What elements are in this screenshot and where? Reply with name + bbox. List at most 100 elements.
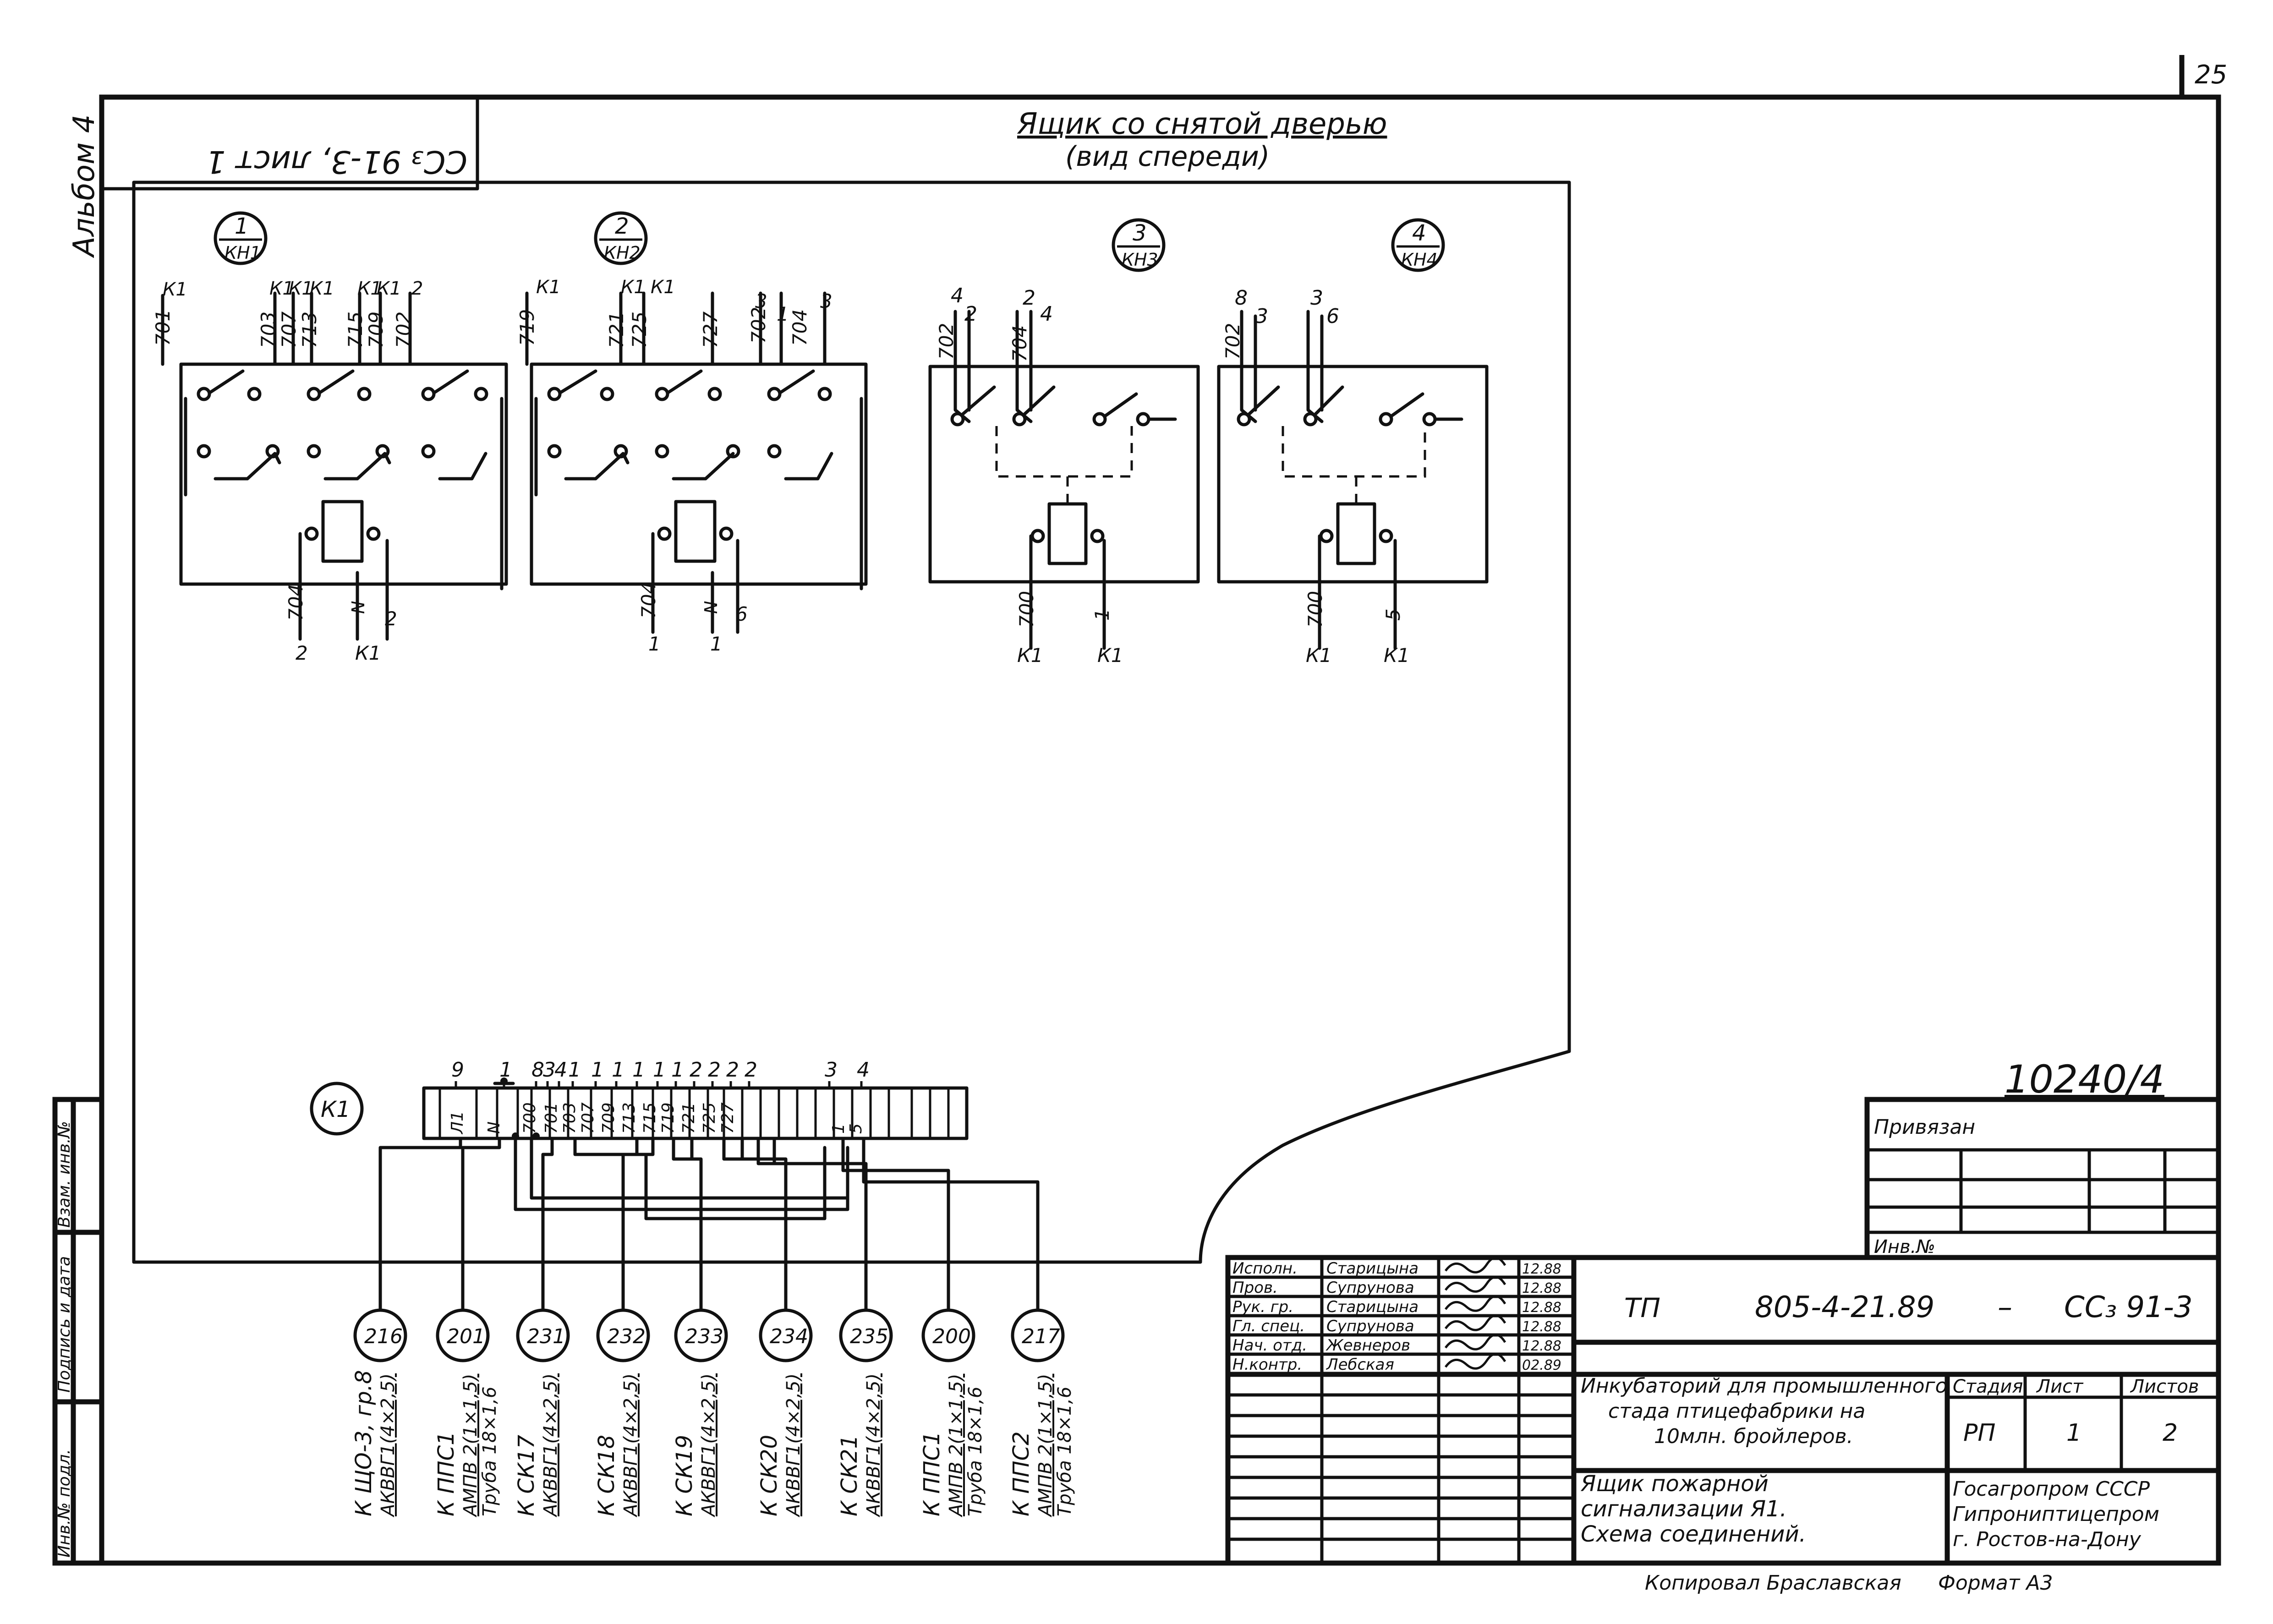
cable-dest: К СК17	[514, 1435, 539, 1516]
relay-4-wire: 3	[1255, 305, 1268, 328]
role-label: Н.контр.	[1232, 1356, 1302, 1374]
relay-4-wire: К1	[1384, 644, 1410, 667]
terminal-top-number: 1	[632, 1058, 645, 1082]
cable-pipe: Труба 18×1,6	[965, 1387, 986, 1516]
relay-1-wire: К1	[269, 278, 294, 299]
cable-dest: К СК18	[594, 1435, 619, 1516]
signature-mark	[1444, 1257, 1506, 1274]
role-name: Старицына	[1326, 1298, 1419, 1316]
left-strip: Инв.№ подл. Подпись и дата Взам. инв.№	[52, 1097, 104, 1566]
role-date: 12.88	[1522, 1280, 1561, 1296]
relay-1-wire: 703	[257, 312, 279, 348]
org-line-1: Госагропром СССР	[1953, 1477, 2150, 1501]
terminal-cell-label: 719	[659, 1102, 678, 1134]
terminal-cell-label: 5	[847, 1123, 865, 1134]
role-date: 12.88	[1522, 1319, 1561, 1335]
role-date: 12.88	[1522, 1338, 1561, 1354]
relay-4-id: 4	[1412, 220, 1426, 246]
signature-mark	[1444, 1353, 1506, 1370]
role-date: 12.88	[1522, 1300, 1561, 1316]
relay-2-wire: 719	[516, 309, 538, 346]
relay-4-wire: 3	[1310, 286, 1323, 310]
terminal-top-number: 3	[543, 1058, 556, 1082]
relay-1-tag: КН1	[225, 243, 261, 263]
cable-dest: К СК21	[837, 1435, 862, 1516]
relay-1-wire: К1	[163, 279, 187, 300]
left-strip-label: Взам. инв.№	[55, 1121, 74, 1228]
terminal-cell-label: 709	[599, 1102, 618, 1134]
terminal-top-number: 4	[857, 1058, 870, 1082]
drawing-line-3: Схема соединений.	[1581, 1521, 1806, 1547]
terminal-cell-label: 701	[542, 1102, 561, 1134]
cable-number: 216	[364, 1325, 403, 1348]
cable-spec: АКВВГ1(4×2,5)	[863, 1373, 884, 1518]
relay-2-wire: 1	[648, 633, 661, 655]
cable-pipe: Труба 18×1,6	[1054, 1387, 1075, 1516]
album-label: Альбом 4	[67, 115, 101, 258]
relay-3-wire: К1	[1017, 644, 1043, 667]
relay-3-tag: КН3	[1122, 250, 1158, 270]
terminal-block-tag: К1	[321, 1097, 351, 1122]
relay-3-marker	[1112, 218, 1166, 272]
cable-marker	[759, 1308, 813, 1362]
terminal-top-number: 2	[745, 1058, 757, 1082]
cable-dest: К ППС2	[1008, 1431, 1034, 1516]
relay-1-wire: 715	[344, 312, 367, 348]
binding-block: 10240/4 Привязан Инв.№	[1864, 1057, 2221, 1260]
role-name: Супрунова	[1326, 1317, 1414, 1335]
relay-2-wire: 704	[789, 309, 811, 346]
terminal-top-number: 9	[451, 1058, 464, 1082]
relay-3-wire: 4	[1040, 302, 1053, 326]
relay-2-housing	[530, 362, 868, 586]
relay-1-housing	[179, 362, 508, 586]
relay-2-wire: 727	[699, 312, 722, 348]
terminal-cell-label: 707	[579, 1102, 597, 1134]
view-subtitle: (вид спереди)	[1065, 141, 1270, 173]
cable-number: 231	[527, 1325, 565, 1348]
relay-3-wire: К1	[1097, 644, 1123, 667]
box-outline	[132, 180, 1571, 1264]
relay-2-wire: 1	[710, 633, 723, 655]
cable-spec: АМПВ 2(1×1,5)	[946, 1374, 967, 1518]
left-strip-label: Инв.№ подл.	[55, 1449, 74, 1558]
binding-inv-label: Инв.№	[1874, 1236, 1935, 1258]
cable-wiring	[378, 1137, 1040, 1312]
relay-2-wire: 725	[628, 312, 651, 348]
org-line-2: Гипрониптицепром	[1953, 1503, 2159, 1526]
relay-3-wire: 2	[1023, 286, 1035, 310]
relay-3: 3 КН3 702 4 2 704 2 4 700 К1 1 К1	[928, 218, 1200, 667]
relay-2-wire: К1	[621, 277, 646, 298]
cable-spec: АКВВГ1(4×2,5)	[783, 1373, 804, 1518]
rotated-stamp-box	[100, 95, 479, 191]
sheet-corner-number: 25	[2195, 60, 2227, 90]
relay-2-id: 2	[615, 213, 629, 239]
relay-1-wire: К1	[310, 278, 334, 299]
cable-dest: К СК20	[756, 1435, 782, 1516]
terminal-cell-label: N	[485, 1121, 504, 1134]
rotated-stamp: СС₃ 91-3, лист 1	[206, 143, 467, 180]
sheet-no: 1	[2066, 1419, 2081, 1447]
drawing-line-1: Ящик пожарной	[1580, 1471, 1769, 1497]
cable-spec: АМПВ 2(1×1,5)	[460, 1374, 481, 1518]
terminal-top-number: 1	[671, 1058, 684, 1082]
cable-marker	[921, 1308, 975, 1362]
terminal-top-number: 1	[653, 1058, 666, 1082]
terminal-top-number: 1	[612, 1058, 624, 1082]
relay-1-wire: К1	[377, 278, 401, 299]
cable-marker	[1011, 1308, 1065, 1362]
relay-2-wire: 702	[747, 307, 770, 344]
terminal-cell-label: 721	[679, 1102, 698, 1134]
relay-2-marker	[594, 211, 648, 265]
relay-4-wire: 700	[1304, 591, 1326, 628]
relay-4-wire: 702	[1221, 323, 1244, 360]
cable-number: 233	[685, 1325, 723, 1348]
project-line-1: Инкубаторий для промышленного	[1581, 1374, 1948, 1398]
relay-3-wire: 1	[1091, 608, 1113, 621]
